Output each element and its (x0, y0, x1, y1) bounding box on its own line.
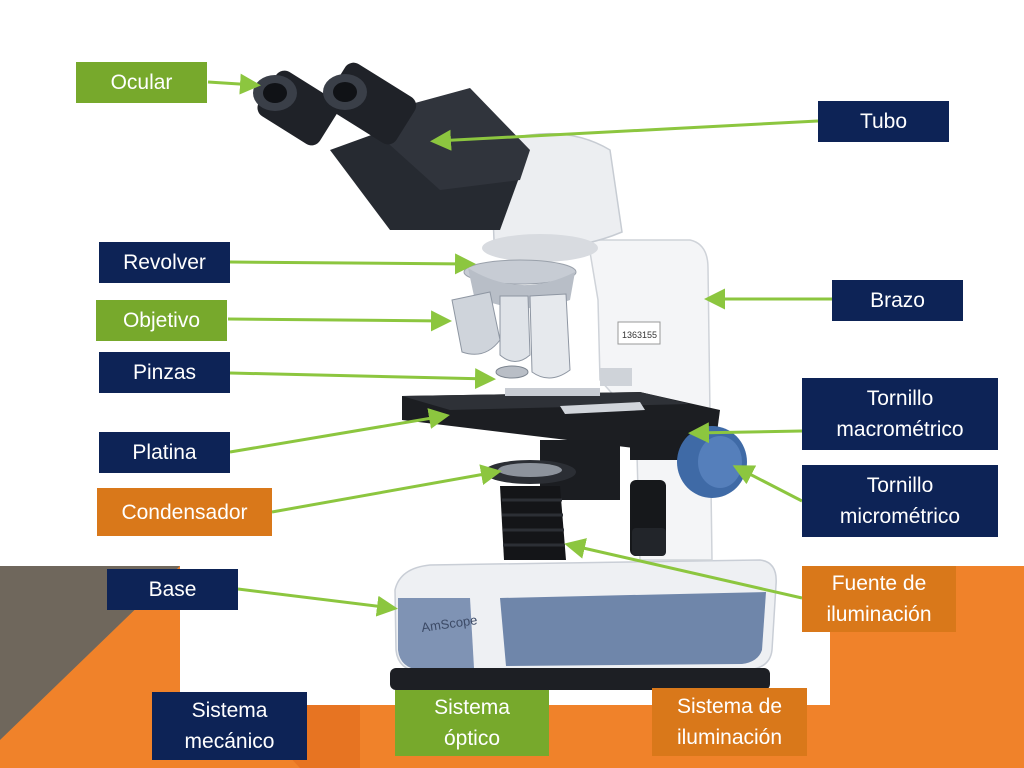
serial-label: 1363155 (622, 330, 657, 340)
base-blue-panel (500, 592, 766, 666)
label-tornillo-macrometrico: Tornillo macrométrico (802, 378, 998, 450)
eyepiece-right (323, 62, 417, 145)
legend-sistema-iluminacion: Sistema de iluminación (652, 688, 807, 756)
arrow-tubo (430, 119, 819, 151)
label-tornillo-micrometrico: Tornillo micrométrico (802, 465, 998, 537)
label-objetivo: Objetivo (96, 300, 227, 341)
arrow-tornillo-micro (732, 465, 803, 503)
label-fuente-iluminacion: Fuente de iluminación (802, 566, 956, 632)
label-brazo: Brazo (832, 280, 963, 321)
coarse-focus-knob (630, 426, 747, 498)
legend-sistema-mecanico: Sistema mecánico (152, 692, 307, 760)
objectives (451, 291, 571, 379)
label-pinzas: Pinzas (99, 352, 230, 393)
arrow-pinzas (229, 368, 496, 390)
label-platina: Platina (99, 432, 230, 473)
arrow-tornillo-macro (688, 422, 803, 444)
arrow-fuente (564, 538, 803, 600)
arrow-base (237, 587, 398, 617)
arrow-revolver (229, 253, 476, 275)
fine-focus-knob (630, 480, 666, 556)
label-revolver: Revolver (99, 242, 230, 283)
arrow-condensador (271, 464, 502, 514)
legend-sistema-optico: Sistema óptico (395, 690, 549, 756)
label-base: Base (107, 569, 238, 610)
eyepiece-left (253, 70, 339, 146)
arrow-platina (229, 408, 450, 454)
label-condensador: Condensador (97, 488, 272, 536)
arrow-objetivo (227, 310, 452, 332)
label-tubo: Tubo (818, 101, 949, 142)
label-ocular: Ocular (76, 62, 207, 103)
arrow-ocular (207, 73, 261, 95)
